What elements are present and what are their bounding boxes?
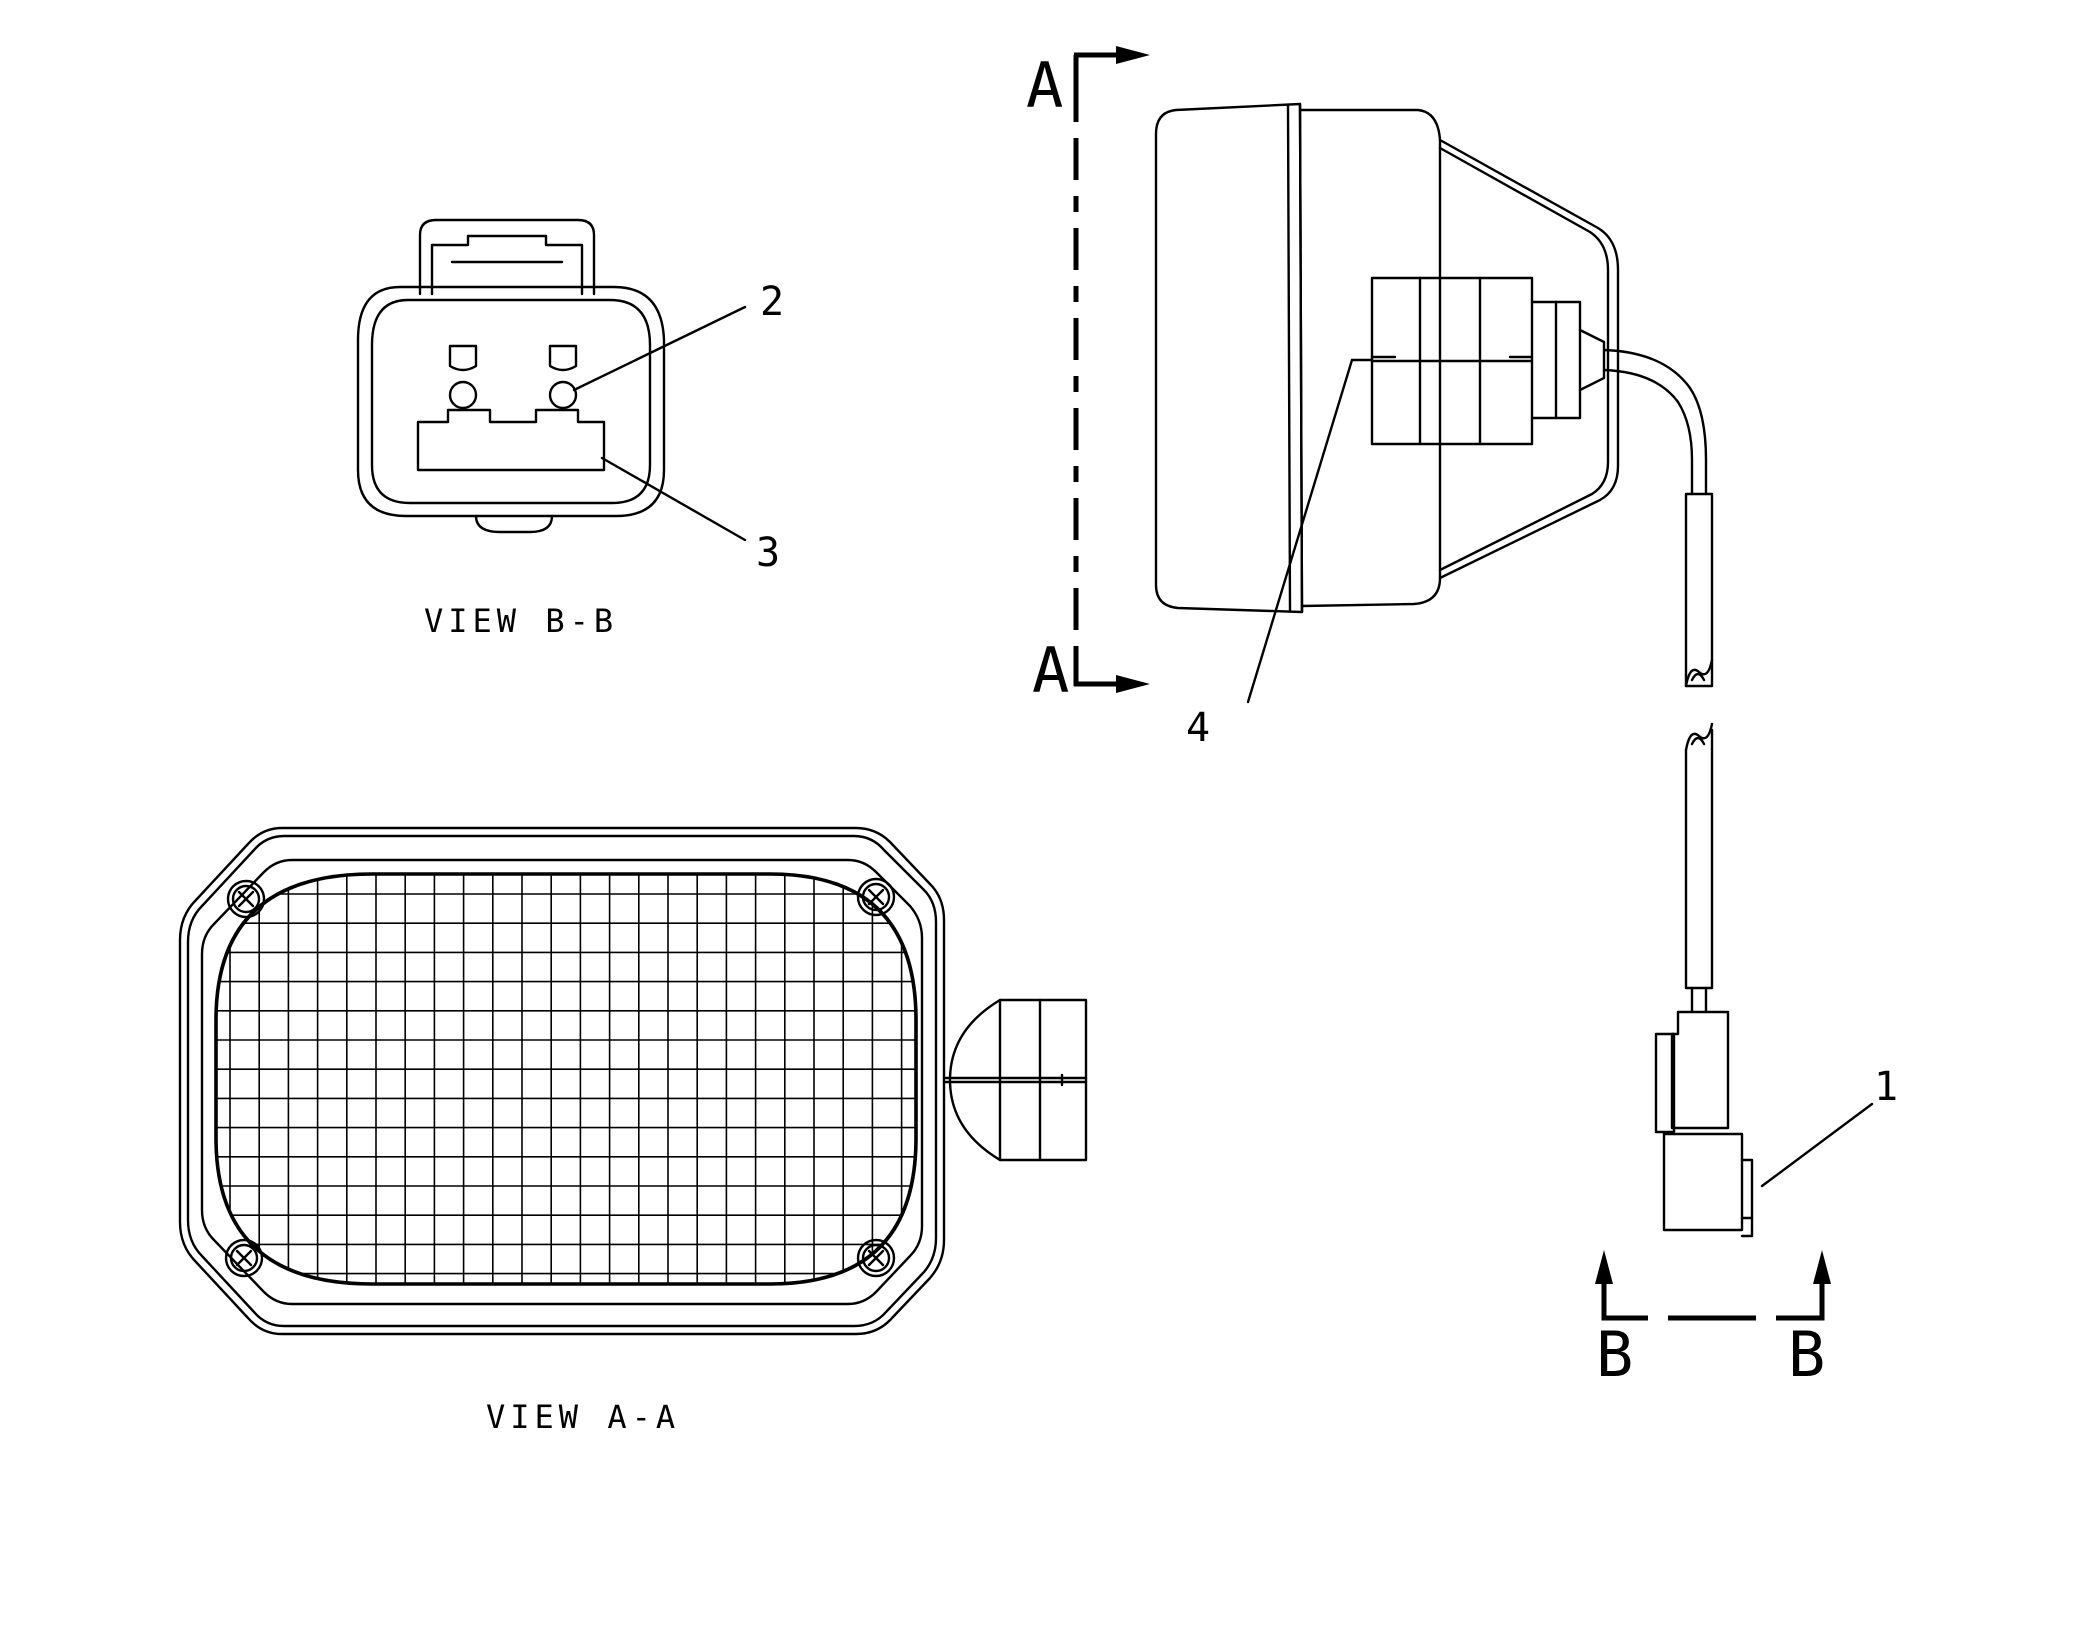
callout-3: 3	[756, 530, 780, 576]
screw-bottom-left	[224, 1238, 264, 1278]
lamp-side-view	[1073, 46, 1714, 704]
view-aa-label: VIEW A-A	[486, 1398, 680, 1436]
view-bb-label: VIEW B-B	[424, 602, 618, 640]
wire-connector-view	[1595, 722, 1874, 1321]
view-aa-lamp-face	[178, 826, 1088, 1336]
callout-1: 1	[1874, 1064, 1898, 1110]
callout-4: 4	[1186, 705, 1210, 751]
screw-top-left	[226, 879, 266, 919]
section-marker-b-left: B	[1596, 1318, 1633, 1391]
lens-grid	[216, 874, 916, 1284]
screw-top-right	[856, 877, 896, 917]
callout-2: 2	[760, 279, 784, 325]
screw-bottom-right	[856, 1238, 896, 1278]
section-marker-a-top: A	[1026, 49, 1063, 122]
view-bb-connector	[356, 218, 747, 542]
section-marker-a-bottom: A	[1032, 634, 1069, 707]
section-marker-b-right: B	[1788, 1318, 1825, 1391]
